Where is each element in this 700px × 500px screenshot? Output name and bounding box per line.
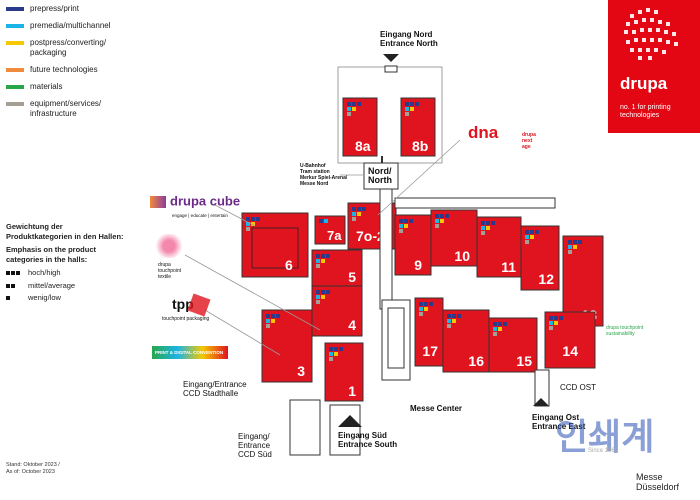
hall-14[interactable]: 14 bbox=[544, 311, 596, 369]
drupa-wordmark: drupa bbox=[620, 74, 668, 93]
svg-text:7o-2: 7o-2 bbox=[356, 228, 385, 244]
messe-duesseldorf-logo: Messe Düsseldorf bbox=[636, 472, 680, 492]
hall-10[interactable]: 10 bbox=[430, 209, 478, 267]
ccd-stadthalle-label: Eingang/Entrance CCD Stadthalle bbox=[183, 380, 247, 398]
east-arrow-icon bbox=[533, 398, 549, 406]
ccd-sued-label: Eingang/ Entrance CCD Süd bbox=[238, 432, 272, 459]
ubahn-label: U-Bahnhof Tram station Merkur Spiel-Aren… bbox=[300, 163, 348, 187]
watermark-sub: Since 1969 bbox=[588, 448, 619, 454]
hall-7a[interactable]: 7a bbox=[314, 215, 346, 245]
entrance-south-label: Eingang Süd Entrance South bbox=[338, 431, 398, 449]
legend-swatch bbox=[6, 68, 24, 72]
ccd-ost-label: CCD OST bbox=[560, 383, 596, 392]
print-digital-convention-badge: PRINT & DIGITAL CONVENTION bbox=[152, 346, 228, 359]
hall-9[interactable]: 9 bbox=[394, 214, 432, 276]
svg-text:3: 3 bbox=[297, 363, 305, 379]
svg-text:10: 10 bbox=[454, 248, 470, 264]
svg-text:1: 1 bbox=[348, 383, 356, 399]
north-entrance-building[interactable] bbox=[363, 162, 399, 190]
legend-item: prepress/print bbox=[6, 4, 141, 14]
weighting-average: mittel/average bbox=[6, 281, 126, 291]
touchpoint-textile-icon bbox=[154, 234, 184, 258]
svg-text:8b: 8b bbox=[412, 138, 428, 154]
svg-text:16: 16 bbox=[468, 353, 484, 369]
hall-3[interactable]: 3 bbox=[261, 309, 313, 383]
drupa-logo: drupa no. 1 for printing technologies bbox=[608, 0, 700, 133]
hall-8a[interactable]: 8a bbox=[342, 97, 378, 157]
legend-swatch bbox=[6, 85, 24, 89]
walkways bbox=[289, 188, 556, 456]
watermark: 인쇄계 bbox=[555, 416, 655, 457]
legend-swatch bbox=[6, 41, 24, 45]
svg-text:17: 17 bbox=[422, 343, 438, 359]
hall-8b[interactable]: 8b bbox=[400, 97, 436, 157]
entrance-east-label: Eingang Ost Entrance East bbox=[532, 413, 586, 431]
drupa-cube-sub: engage | educate | entertain bbox=[172, 213, 228, 218]
hall-17[interactable]: 17 bbox=[414, 297, 444, 367]
hall-12[interactable]: 12 bbox=[520, 225, 560, 291]
messe-center-label: Messe Center bbox=[410, 404, 463, 413]
legend-swatch bbox=[6, 102, 24, 106]
weighting-title: Gewichtung der Produktkategorien in den … bbox=[6, 222, 124, 241]
hall-15[interactable]: 15 bbox=[488, 317, 538, 373]
nord-north-label: Nord/ North bbox=[368, 166, 392, 185]
callout-lines bbox=[184, 139, 461, 356]
hall-6[interactable]: 6 bbox=[241, 212, 309, 278]
svg-text:8a: 8a bbox=[355, 138, 371, 154]
touchpoint-textile-label: drupa touchpoint textile bbox=[158, 262, 182, 280]
entrance-north-label: Eingang Nord Entrance North bbox=[380, 30, 438, 48]
north-gate bbox=[384, 65, 398, 73]
drupa-tagline: no. 1 for printing technologies bbox=[620, 104, 671, 119]
legend-swatch bbox=[6, 7, 24, 11]
svg-text:7a: 7a bbox=[327, 228, 342, 243]
weighting-low: wenig/low bbox=[6, 293, 126, 303]
hall-11[interactable]: 11 bbox=[476, 216, 522, 278]
legend-item: future technologies bbox=[6, 65, 141, 75]
stand-date: Stand: Oktober 2023 / As of: October 202… bbox=[6, 462, 60, 475]
hall-1[interactable]: 1 bbox=[324, 342, 364, 402]
hall-5[interactable]: 5 bbox=[311, 249, 363, 287]
legend-item: equipment/services/ infrastructure bbox=[6, 99, 141, 119]
hall-13[interactable]: 13 bbox=[562, 235, 604, 327]
dna-sub: drupa next age bbox=[522, 132, 536, 150]
south-arrow-icon bbox=[338, 415, 362, 427]
svg-text:6: 6 bbox=[285, 257, 293, 273]
category-legend: prepress/print premedia/multichannel pos… bbox=[6, 4, 141, 126]
svg-text:11: 11 bbox=[501, 259, 516, 275]
weighting-high: hoch/high bbox=[6, 268, 126, 278]
svg-text:9: 9 bbox=[414, 257, 422, 273]
dna-logo: dna bbox=[468, 123, 499, 142]
svg-text:14: 14 bbox=[562, 343, 578, 359]
cube-icon bbox=[150, 196, 166, 208]
weighting-legend: Gewichtung der Produktkategorien in den … bbox=[6, 222, 126, 306]
svg-text:15: 15 bbox=[516, 353, 532, 369]
legend-item: premedia/multichannel bbox=[6, 21, 141, 31]
legend-item: materials bbox=[6, 82, 141, 92]
touchpoint-sustainability-label: drupa touchpoint sustainability bbox=[606, 325, 644, 337]
legend-item: postpress/converting/ packaging bbox=[6, 38, 141, 58]
tpp-sub: touchpoint packaging bbox=[162, 316, 210, 322]
drupa-dots-icon bbox=[624, 8, 678, 60]
svg-text:5: 5 bbox=[348, 269, 356, 285]
svg-text:12: 12 bbox=[538, 271, 554, 287]
svg-text:4: 4 bbox=[348, 317, 356, 333]
north-arrow-icon bbox=[383, 54, 399, 62]
weighting-title-en: Emphasis on the product categories in th… bbox=[6, 245, 97, 264]
hall-4[interactable]: 4 bbox=[311, 285, 363, 337]
legend-swatch bbox=[6, 24, 24, 28]
hall-16[interactable]: 16 bbox=[442, 309, 490, 373]
drupa-cube-logo: drupa cube bbox=[150, 194, 240, 208]
